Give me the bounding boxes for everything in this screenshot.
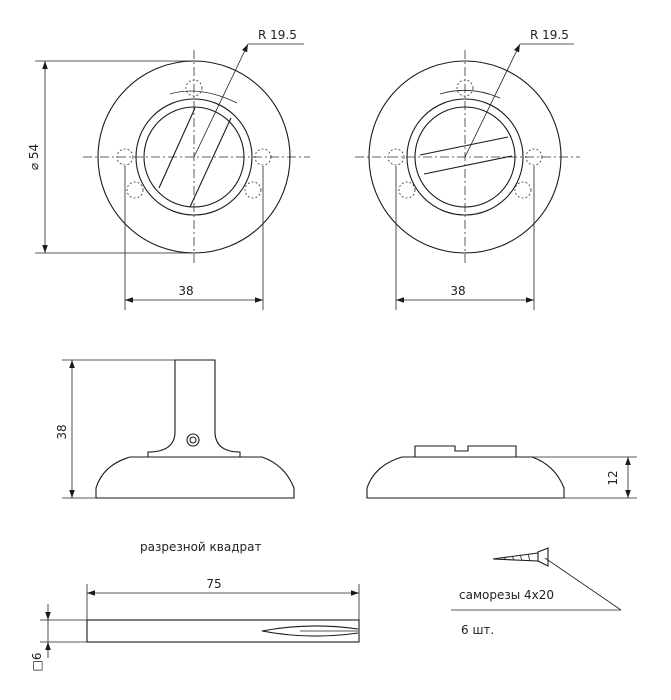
screw-leader-line [544,557,622,611]
side-left-view [95,359,295,499]
screw-label: саморезы 4х20 [459,588,554,602]
screw-icon [492,547,549,567]
top-left-rosette-view [83,43,310,264]
top-right-radius-label: R 19.5 [530,28,569,42]
side-left-height-dimension [62,359,175,499]
spindle-section-dimension [40,604,87,658]
top-left-diameter-label: ⌀ 54 [27,144,41,170]
side-right-view [366,445,565,499]
spindle-length-dimension [86,584,360,620]
top-left-radius-label: R 19.5 [258,28,297,42]
square-spindle-drawing [86,619,360,643]
side-right-height-dimension [532,456,637,499]
top-left-width-dimension [124,166,264,310]
top-right-rosette-view [355,43,580,264]
spindle-length-label: 75 [206,577,221,591]
spindle-section-label: □6 [30,653,44,672]
top-left-diameter-dimension [35,60,194,254]
top-right-width-label: 38 [450,284,465,298]
spindle-caption: разрезной квадрат [140,540,261,554]
top-right-width-dimension [395,166,535,310]
top-left-width-label: 38 [178,284,193,298]
side-left-height-label: 38 [55,424,69,439]
screw-quantity-label: 6 шт. [461,623,494,637]
side-right-height-label: 12 [606,470,620,485]
